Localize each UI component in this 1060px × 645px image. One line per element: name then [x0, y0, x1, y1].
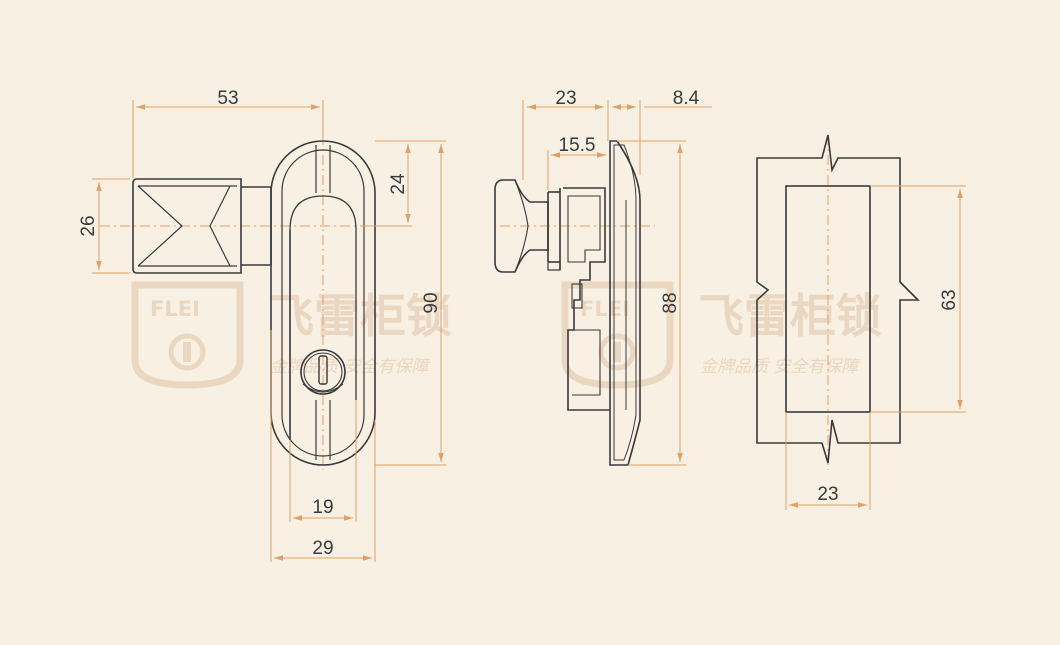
watermark-slogan: 金牌品质 安全有保障	[270, 357, 430, 377]
panel-outline	[756, 134, 920, 464]
cutout-dimensions	[785, 185, 966, 510]
dim-flange: 8.4	[673, 88, 700, 109]
dim-boss: 15.5	[559, 135, 596, 156]
watermark-brand-right: 飞雷柜锁	[698, 289, 882, 343]
dim-cutout-height: 63	[939, 289, 960, 310]
watermark-logo-text-right: FLEI	[580, 297, 630, 321]
dim-inner-width: 19	[312, 497, 333, 518]
watermark-slogan-right: 金牌品质 安全有保障	[700, 357, 860, 377]
dim-top-height: 24	[388, 173, 409, 195]
dim-cutout-width: 23	[817, 484, 838, 505]
front-dimensions	[92, 100, 446, 562]
dim-side-height: 88	[660, 292, 681, 313]
side-view	[494, 140, 655, 466]
side-housing	[563, 187, 610, 411]
side-knob	[494, 179, 561, 273]
watermark-right: FLEI 飞雷柜锁 金牌品质 安全有保障	[561, 281, 882, 389]
front-view	[100, 135, 410, 470]
cutout-rect	[785, 185, 871, 413]
dim-width-total: 53	[217, 88, 238, 109]
flei-logo-left: FLEI	[131, 281, 244, 389]
watermark-logo-text: FLEI	[150, 297, 200, 321]
front-handle-lever	[132, 178, 272, 274]
front-keyhole	[300, 349, 346, 395]
watermark-brand: 飞雷柜锁	[268, 289, 452, 343]
side-flange	[609, 140, 641, 466]
dim-total-height: 90	[421, 292, 442, 313]
cutout-view	[756, 134, 920, 470]
dim-depth: 23	[555, 88, 576, 109]
side-dimensions	[522, 100, 712, 466]
front-body	[270, 140, 376, 466]
dim-handle-height: 26	[78, 215, 99, 236]
watermark-left: FLEI 飞雷柜锁 金牌品质 安全有保障	[131, 281, 452, 389]
dim-outer-width: 29	[312, 538, 333, 559]
